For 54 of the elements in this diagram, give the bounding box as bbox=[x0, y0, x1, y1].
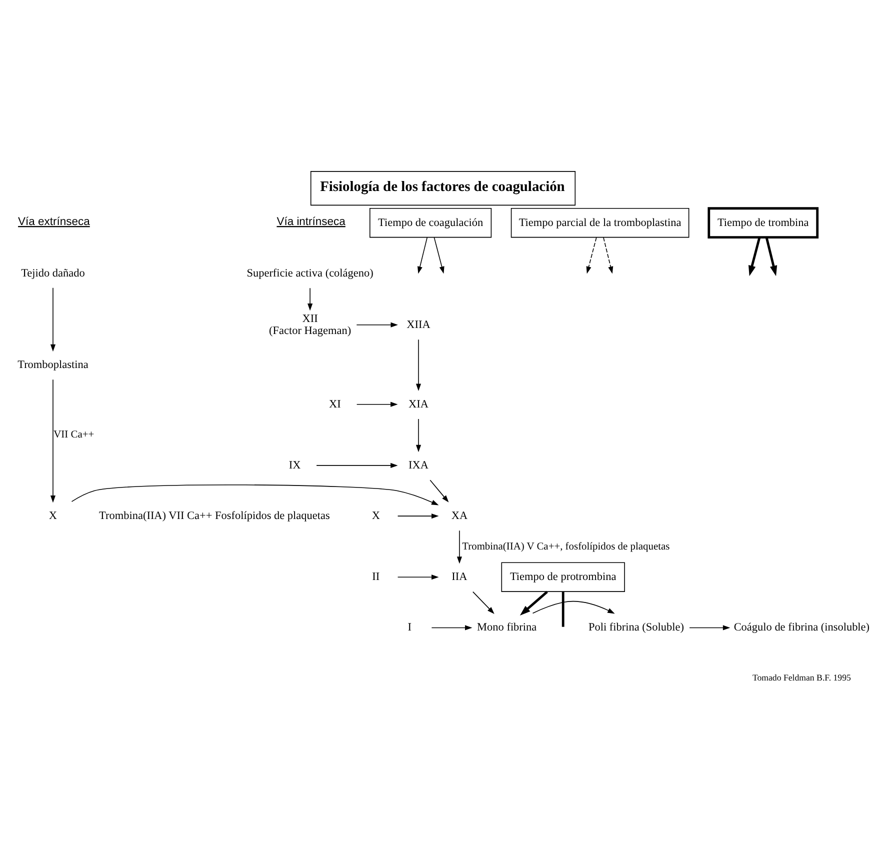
arrow bbox=[308, 288, 313, 311]
label: Trombina(IIA) VII Ca++ Fosfolípidos de plaquetas bbox=[99, 510, 330, 522]
node-text: XIA bbox=[408, 398, 428, 410]
node-box: Tiempo parcial de la tromboplastina bbox=[510, 208, 690, 238]
node-text: Superficie activa (colágeno) bbox=[246, 267, 374, 280]
node-text: Tejido dañado bbox=[21, 267, 85, 280]
arrow bbox=[472, 591, 494, 614]
node-text: Tromboplastina bbox=[18, 359, 88, 371]
arrow bbox=[71, 484, 439, 506]
arrow bbox=[416, 418, 422, 452]
arrow bbox=[416, 339, 422, 391]
node-text: XA bbox=[451, 510, 468, 522]
node-box: Tiempo de protrombina bbox=[501, 562, 625, 592]
node-text: XI bbox=[329, 398, 341, 410]
node-box: Tiempo de trombina bbox=[708, 207, 819, 238]
arrow bbox=[418, 237, 428, 274]
node-text: IIA bbox=[452, 571, 468, 584]
diagram-title: Fisiología de los factores de coagulación bbox=[320, 179, 565, 196]
edge-label: Trombina(IIA) V Ca++, fosfolípidos de plaquetas bbox=[462, 541, 670, 552]
node-text: XIIA bbox=[406, 318, 430, 331]
arrow bbox=[316, 462, 398, 468]
arrow bbox=[456, 530, 462, 564]
arrow bbox=[765, 237, 778, 276]
caption: Tomado Feldman B.F. 1995 bbox=[752, 672, 851, 683]
arrow bbox=[689, 625, 730, 630]
arrow bbox=[434, 237, 444, 274]
arrow bbox=[50, 288, 56, 352]
node-box: Tiempo de coagulación bbox=[370, 208, 492, 238]
node-text: IX bbox=[288, 459, 301, 472]
arrow bbox=[397, 574, 439, 580]
node-text: Coágulo de fibrina (insoluble) bbox=[734, 622, 870, 634]
arrow bbox=[586, 237, 597, 274]
arrow bbox=[431, 625, 472, 630]
node-text: X bbox=[48, 510, 58, 522]
arrow bbox=[532, 600, 615, 614]
arrow bbox=[603, 237, 614, 274]
edge-label: VII Ca++ bbox=[54, 430, 94, 441]
arrow bbox=[430, 480, 449, 502]
node-text: IXA bbox=[408, 459, 428, 472]
arrow bbox=[50, 379, 56, 503]
arrow bbox=[520, 590, 548, 616]
node-text: X bbox=[372, 510, 380, 522]
arrow bbox=[356, 322, 398, 328]
node-text: Poli fibrina (Soluble) bbox=[588, 622, 684, 634]
node-text: XII (Factor Hageman) bbox=[269, 312, 352, 337]
arrow bbox=[397, 514, 439, 519]
connector bbox=[562, 592, 564, 627]
label: Vía extrínseca bbox=[18, 216, 90, 228]
arrow bbox=[356, 402, 398, 407]
label: Vía intrínseca bbox=[276, 216, 346, 228]
node-text: II bbox=[372, 571, 380, 584]
arrow bbox=[748, 237, 761, 276]
node-text: I bbox=[408, 622, 412, 634]
node-text: Mono fibrina bbox=[477, 622, 537, 634]
